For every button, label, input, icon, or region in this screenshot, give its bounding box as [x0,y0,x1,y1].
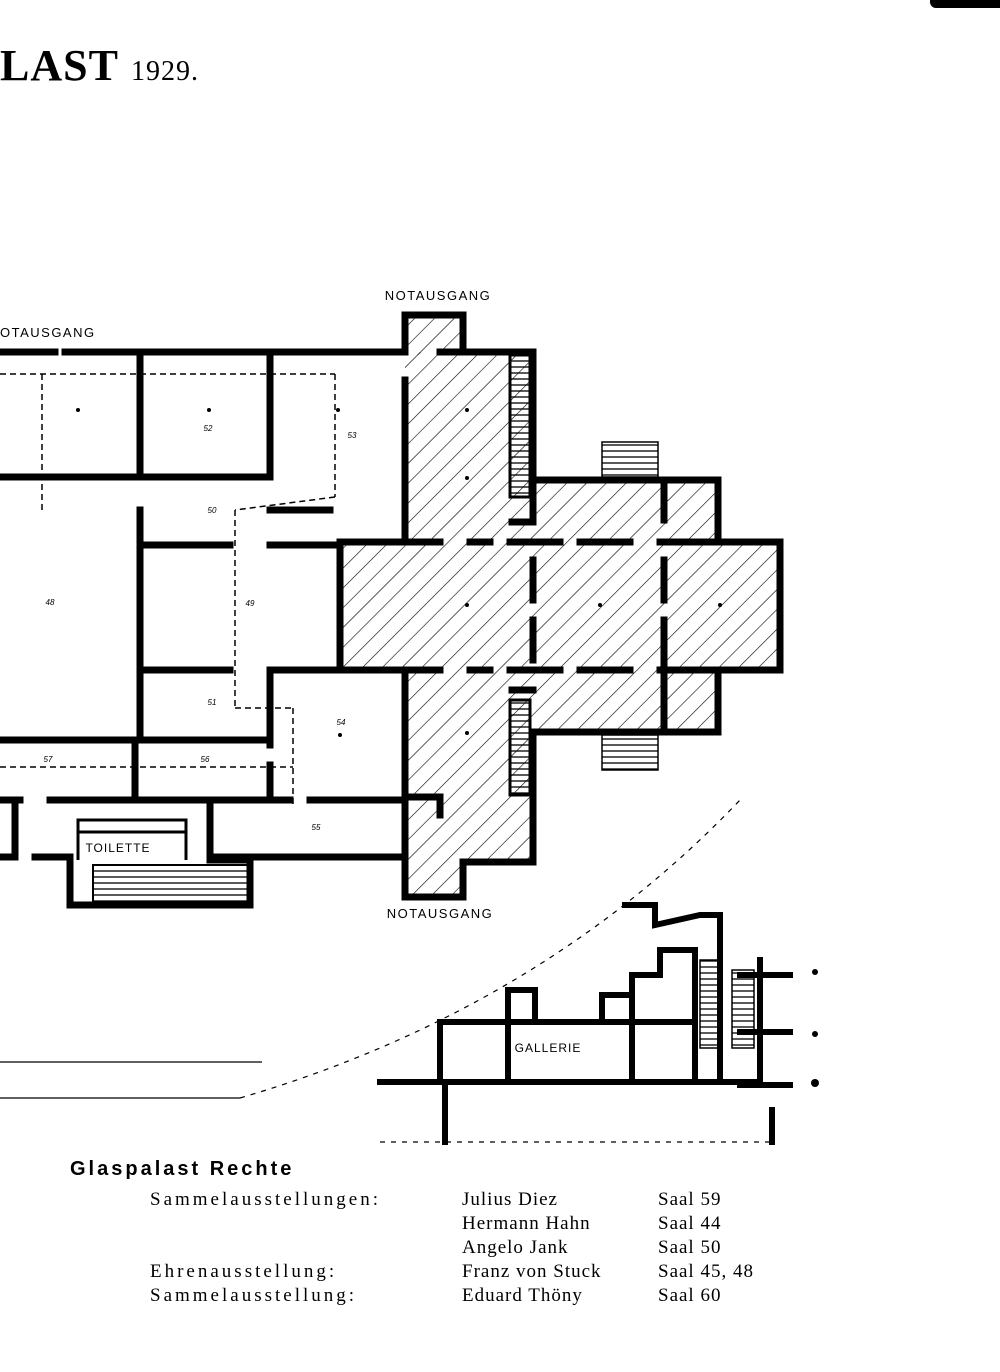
legend-category [150,1213,462,1237]
legend-artist: Franz von Stuck [462,1261,602,1282]
gallery-block [377,902,793,1145]
legend-row: Angelo Jank Saal 50 [150,1237,754,1261]
legend-category: Sammelausstellung: [150,1285,358,1306]
legend-artist: Angelo Jank [462,1237,569,1258]
legend-heading: Glaspalast Rechte [70,1158,295,1180]
title-year: 1929. [130,56,199,87]
room-48-label: 48 [46,598,55,607]
room-55-label: 55 [312,823,321,832]
site-outline [0,799,775,1143]
label-notausgang-left: OTAUSGANG [0,325,96,340]
legend-artist: Hermann Hahn [462,1213,591,1234]
stairs [76,353,755,1049]
legend-table: Sammelausstellungen: Julius Diez Saal 59… [150,1189,754,1309]
room-dots [76,408,819,1087]
legend-row: Sammelausstellung: Eduard Thöny Saal 60 [150,1285,754,1309]
room-54-label: 54 [337,718,346,727]
title-text: LAST [0,41,119,90]
room-57-label: 57 [44,755,53,764]
legend-room: Saal 50 [658,1237,722,1258]
legend-category [150,1237,462,1261]
legend-row: Hermann Hahn Saal 44 [150,1213,754,1237]
room-50-label: 50 [208,506,217,515]
legend-room: Saal 60 [658,1285,722,1306]
legend-row: Ehrenausstellung: Franz von Stuck Saal 4… [150,1261,754,1285]
label-notausgang-bottom: NOTAUSGANG [387,906,494,921]
label-toilette: TOILETTE [85,841,150,855]
label-gallerie: GALLERIE [515,1041,582,1055]
legend-room: Saal 59 [658,1189,722,1210]
legend-room: Saal 45, 48 [658,1261,754,1282]
legend: Glaspalast Rechte Sammelausstellungen: J… [70,1158,970,1309]
room-53-label: 53 [348,431,357,440]
room-51-label: 51 [208,698,217,707]
corner-ink-mark [930,0,1000,8]
legend-room: Saal 44 [658,1213,722,1234]
legend-row: Sammelausstellungen: Julius Diez Saal 59 [150,1189,754,1213]
hatched-hall [340,315,780,897]
room-49-label: 49 [246,599,255,608]
legend-category: Sammelausstellungen: [150,1189,381,1210]
legend-artist: Eduard Thöny [462,1285,583,1306]
room-52-label: 52 [204,424,213,433]
room-56-label: 56 [201,755,210,764]
label-notausgang-top: NOTAUSGANG [385,288,492,303]
legend-artist: Julius Diez [462,1189,558,1210]
legend-category: Ehrenausstellung: [150,1261,338,1282]
page-title: LAST 1929. [0,40,199,91]
visitor-route [0,373,336,808]
walls [0,311,784,909]
